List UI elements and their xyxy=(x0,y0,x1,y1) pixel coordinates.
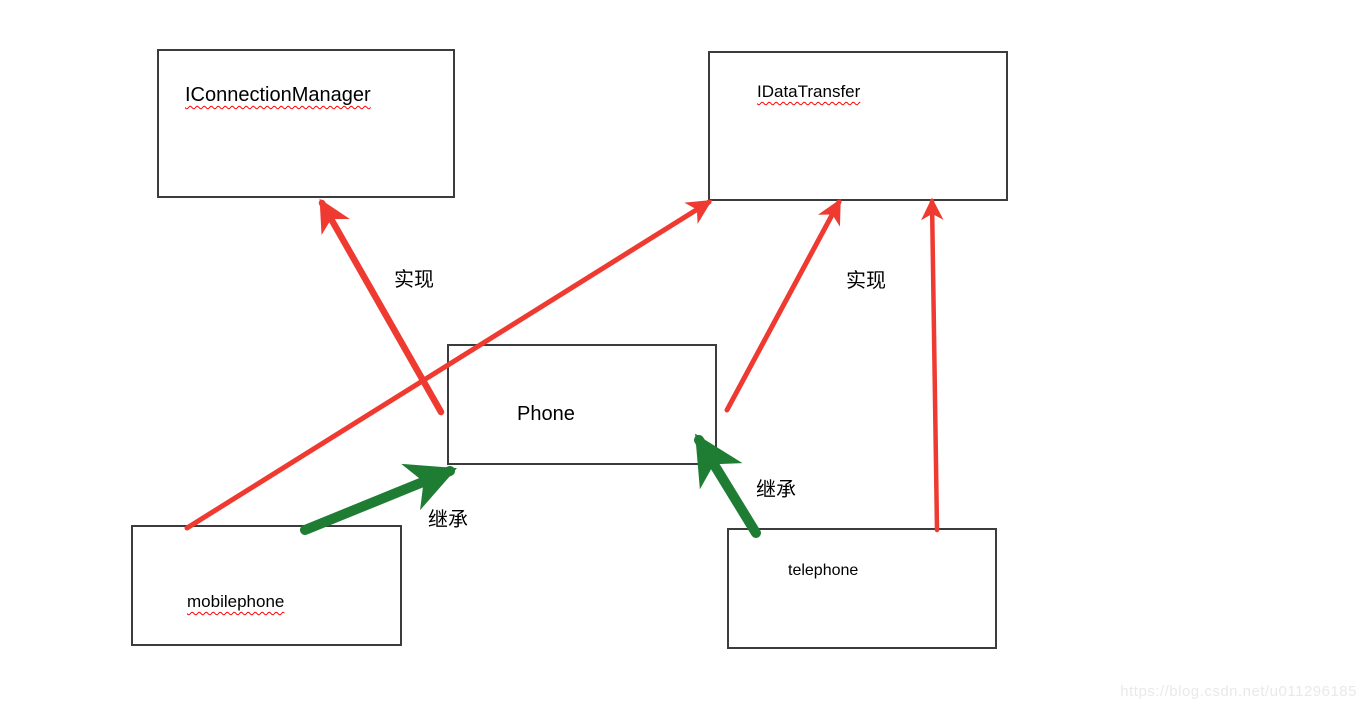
class-box-phone: Phone xyxy=(447,344,717,465)
edge-label-realize-right: 实现 xyxy=(846,270,886,292)
class-label-phone: Phone xyxy=(517,403,575,425)
arrow-phone-to-idatatransfer xyxy=(724,198,842,413)
class-box-idatatransfer: IDataTransfer xyxy=(708,51,1008,201)
edge-label-inherit-right: 继承 xyxy=(756,479,796,501)
class-box-telephone: telephone xyxy=(727,528,997,649)
arrow-phone-to-iconnectionmanager xyxy=(318,198,445,416)
arrow-telephone-to-idatatransfer xyxy=(921,197,944,533)
class-label-iconnectionmanager: IConnectionManager xyxy=(185,84,371,106)
edge-label-inherit-left: 继承 xyxy=(428,509,468,531)
class-label-mobilephone: mobilephone xyxy=(187,592,285,611)
class-label-idatatransfer: IDataTransfer xyxy=(757,82,861,101)
class-label-telephone: telephone xyxy=(788,562,859,579)
class-box-mobilephone: mobilephone xyxy=(131,525,402,646)
csdn-watermark: https://blog.csdn.net/u011296185 xyxy=(1120,683,1357,700)
edge-label-realize-left: 实现 xyxy=(394,269,434,291)
class-box-iconnectionmanager: IConnectionManager xyxy=(157,49,455,198)
